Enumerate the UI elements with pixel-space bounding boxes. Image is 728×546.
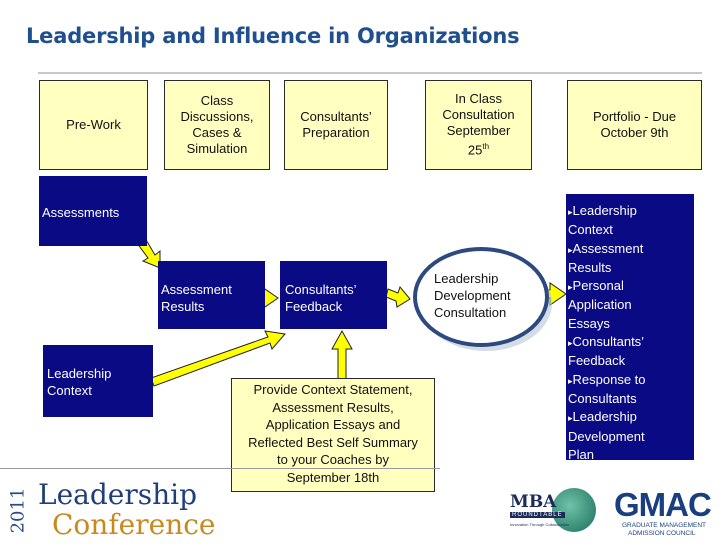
gmac-logo-sub2: ADMISSION COUNCIL: [628, 530, 696, 537]
assessment-results-box: Assessment Results: [158, 261, 265, 329]
phase-prep-line: Preparation: [302, 125, 370, 140]
note-line: Application Essays and: [265, 417, 401, 433]
phase-class-discussions: Class Discussions, Cases & Simulation: [164, 80, 270, 170]
phase-consult-day: 25: [467, 142, 483, 158]
portfolio-item: ▸Assessment Results: [568, 240, 694, 278]
timeline-line: [38, 72, 702, 74]
portfolio-item: ▸Consultants’ Feedback: [568, 333, 694, 371]
ldc-line: Development: [434, 288, 511, 303]
mba-globe-icon: [552, 488, 596, 532]
portfolio-item-line: Consultants’: [572, 334, 645, 350]
phase-in-class-consultation: In Class Consultation September 25th: [425, 80, 532, 170]
consultants-feedback-line: Consultants’: [285, 282, 357, 297]
mba-logo-text: MBA: [510, 492, 557, 512]
portfolio-item-line: Feedback: [568, 353, 626, 369]
leadership-context-line: Context: [47, 383, 92, 398]
mba-roundtable-logo: MBA ROUNDTABLE Innovation Through Collab…: [508, 488, 598, 534]
leadership-context-line: Leadership: [47, 366, 112, 381]
phase-prework-line: Pre-Work: [66, 117, 121, 132]
phase-consult-line: September: [446, 123, 511, 139]
arrow-note-to-feedback: [331, 329, 353, 380]
mba-logo-sub: ROUNDTABLE: [510, 512, 565, 518]
assessments-box: Assessments: [39, 176, 147, 246]
consultants-feedback-box: Consultants’ Feedback: [280, 261, 387, 329]
page-title: Leadership and Influence in Organization…: [26, 24, 520, 48]
ldc-oval: [413, 247, 549, 347]
portfolio-item-line: Assessment: [572, 240, 644, 256]
arrow-feedback-to-ldc: [385, 285, 411, 308]
note-line: Provide Context Statement,: [253, 382, 413, 397]
portfolio-item-line: Leadership: [572, 203, 637, 218]
footer-divider: [0, 468, 440, 469]
portfolio-item-line: Context: [568, 222, 613, 238]
context-statement-note: Provide Context Statement, Assessment Re…: [231, 378, 435, 492]
conference-title-line2: Conference: [52, 508, 216, 541]
arrow-context-to-feedback: [150, 330, 286, 387]
portfolio-item: ▸Personal Application Essays: [568, 277, 694, 333]
bullet-marker: ▸: [568, 282, 573, 293]
portfolio-item-line: Results: [568, 259, 612, 275]
phase-portfolio-line: October 9th: [600, 125, 669, 140]
portfolio-item-line: Response to: [572, 371, 646, 387]
note-line: Reflected Best Self Summary: [248, 434, 418, 450]
phase-portfolio-due: Portfolio - Due October 9th: [567, 80, 702, 170]
phase-consult-suffix: th: [482, 142, 490, 152]
portfolio-item: ▸Response to Consultants: [568, 371, 694, 409]
phase-consult-line: In Class: [455, 91, 502, 107]
bullet-marker: ▸: [568, 207, 573, 217]
portfolio-item-line: Essays: [568, 315, 610, 331]
ldc-line: Consultation: [434, 305, 507, 320]
mba-logo-tagline: Innovation Through Collaboration: [510, 522, 570, 527]
portfolio-item: ▸Leadership Context: [568, 202, 694, 240]
portfolio-item-line: Application: [568, 297, 632, 313]
portfolio-item-line: Plan: [568, 446, 595, 462]
note-line: Assessment Results,: [272, 399, 394, 415]
phase-consult-line: Consultation: [442, 107, 515, 123]
gmac-logo-sub1: GRADUATE MANAGEMENT: [622, 522, 707, 529]
phase-prework: Pre-Work: [39, 80, 148, 170]
phase-class-line: Cases &: [192, 125, 242, 140]
assessment-results-line: Results: [161, 299, 205, 314]
phase-class-line: Class: [200, 93, 234, 108]
note-line: to your Coaches by: [276, 452, 389, 468]
note-line: September 18th: [286, 469, 380, 485]
bullet-marker: ▸: [568, 244, 573, 255]
ldc-text: Leadership Development Consultation: [434, 270, 534, 321]
phase-class-line: Discussions,: [180, 109, 254, 124]
portfolio-item: ▸Leadership Development Plan: [568, 408, 694, 464]
conference-title-line1: Leadership: [38, 478, 198, 511]
gmac-logo-text: GMAC: [614, 486, 712, 523]
portfolio-item-line: Personal: [572, 278, 624, 294]
portfolio-item-line: Leadership: [572, 409, 637, 425]
portfolio-list-box: ▸Leadership Context ▸Assessment Results …: [566, 194, 694, 462]
bullet-marker: ▸: [568, 338, 573, 349]
bullet-marker: ▸: [568, 375, 573, 386]
leadership-context-box: Leadership Context: [43, 345, 153, 417]
portfolio-item-line: Development: [568, 428, 645, 444]
conference-year: 2011: [7, 487, 29, 534]
phase-consult-line: 25th: [442, 139, 514, 158]
portfolio-item-line: Consultants: [568, 390, 637, 406]
ldc-line: Leadership: [434, 271, 499, 286]
assessment-results-line: Assessment: [161, 282, 232, 297]
assessments-label: Assessments: [42, 205, 120, 220]
bullet-marker: ▸: [568, 413, 573, 424]
phase-consultants-preparation: Consultants’ Preparation: [284, 80, 388, 170]
consultants-feedback-line: Feedback: [285, 299, 343, 314]
phase-class-line: Simulation: [186, 141, 248, 156]
phase-portfolio-line: Portfolio - Due: [592, 109, 677, 124]
phase-prep-line: Consultants’: [300, 109, 372, 124]
